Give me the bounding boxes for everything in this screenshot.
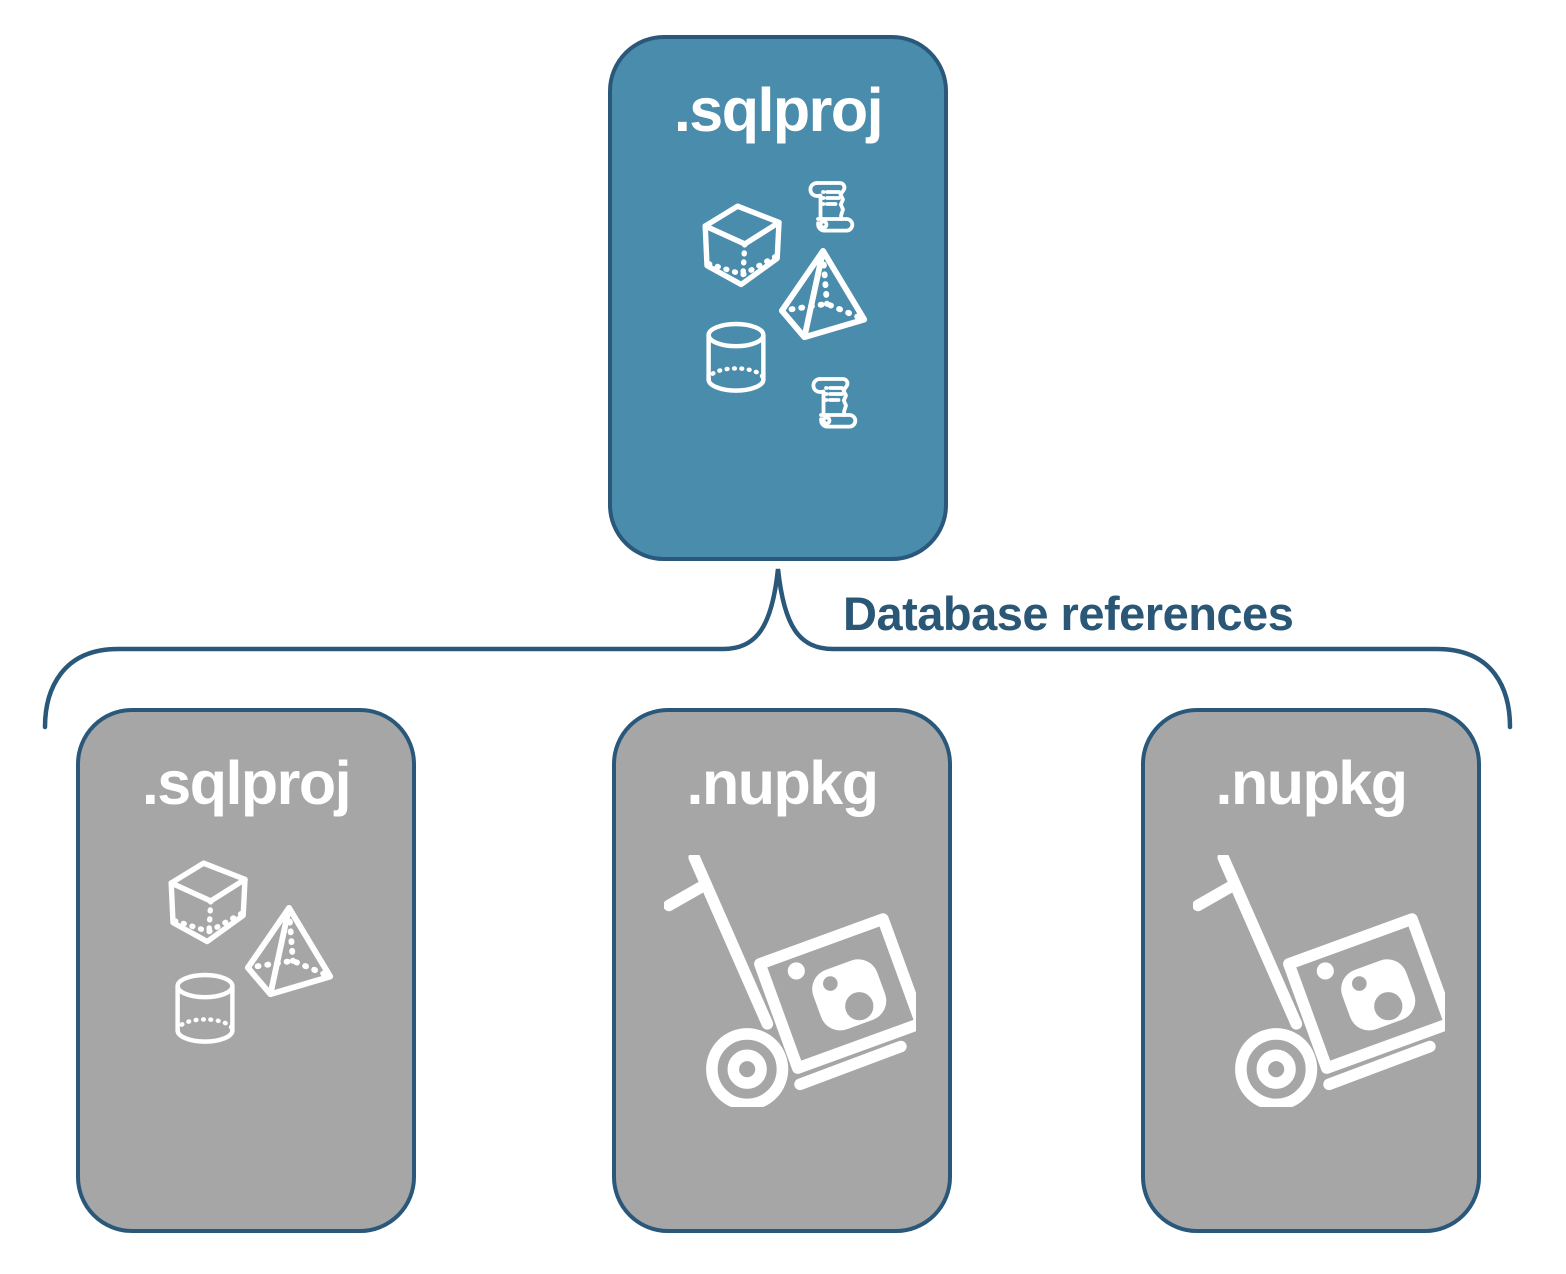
cylinder-icon [175,972,235,1044]
node-title: .nupkg [686,749,879,817]
cylinder-icon [706,321,766,393]
cube-icon [168,860,248,945]
node-child-sqlproj: .sqlproj [76,708,416,1233]
node-root-sqlproj: .sqlproj [608,35,948,561]
node-title: .sqlproj [673,76,884,144]
connector-label: Database references [843,587,1294,640]
node-title: .nupkg [1215,749,1408,817]
node-title: .sqlproj [141,749,352,817]
script-scroll-icon [808,181,855,233]
node-child-nupkg-2: .nupkg [1141,708,1481,1233]
nuget-package-dolly-icon [1193,855,1445,1107]
pyramid-icon [244,904,334,998]
script-scroll-icon [811,377,858,429]
node-child-nupkg-1: .nupkg [612,708,952,1233]
cube-icon [702,203,782,288]
nuget-package-dolly-icon [664,855,916,1107]
pyramid-icon [778,247,868,341]
